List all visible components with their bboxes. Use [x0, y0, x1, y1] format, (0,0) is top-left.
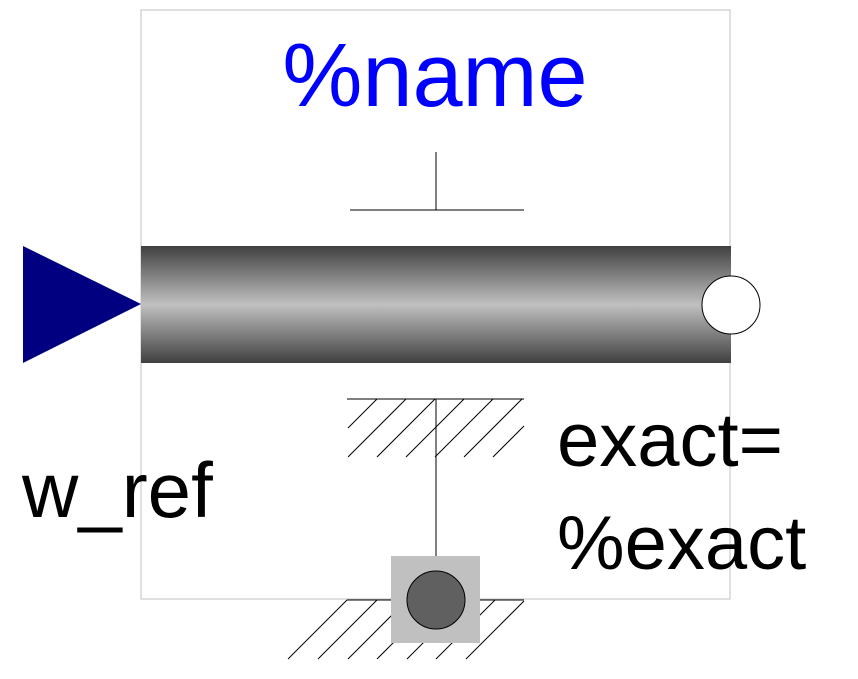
input-label: w_ref — [21, 446, 213, 534]
top-mount-symbol — [350, 152, 524, 211]
component-name-label: %name — [282, 26, 587, 126]
shaft — [141, 246, 731, 363]
flange-connector-icon[interactable] — [701, 275, 761, 335]
exact-label-line1: exact= — [557, 398, 783, 483]
input-connector-icon[interactable] — [23, 246, 141, 363]
exact-label-line2: %exact — [557, 501, 806, 586]
support-connector-icon[interactable] — [391, 556, 480, 643]
hatched-mount-upper — [347, 398, 525, 556]
